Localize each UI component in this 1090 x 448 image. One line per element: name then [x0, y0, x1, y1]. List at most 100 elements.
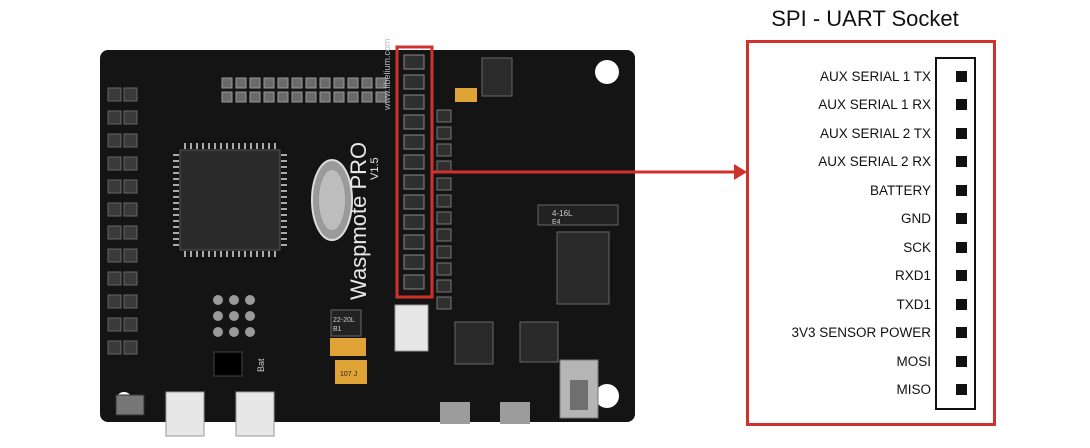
- header-pin: [291, 77, 303, 89]
- pad: [213, 311, 223, 321]
- mcu-pin: [184, 251, 186, 257]
- mcu-pin: [173, 196, 179, 198]
- header-pin: [123, 340, 138, 355]
- socket-pin: [436, 109, 452, 123]
- socket-pin: [403, 274, 425, 290]
- mcu-pin: [268, 143, 270, 149]
- socket-pin: [403, 254, 425, 270]
- mcu-pin: [262, 143, 264, 149]
- chip-right-bottom: [454, 321, 494, 365]
- top-pin-header: [221, 77, 387, 103]
- pin-dot: [956, 241, 967, 253]
- header-pin: [123, 110, 138, 125]
- header-pin: [107, 156, 122, 171]
- white-connector-middle: [394, 304, 429, 352]
- socket-pin: [403, 154, 425, 170]
- pin-label: 3V3 SENSOR POWER: [791, 325, 931, 340]
- socket-pin: [403, 214, 425, 230]
- mcu-pin: [173, 190, 179, 192]
- pin-label: AUX SERIAL 1 TX: [819, 68, 931, 84]
- mcu-pin: [281, 232, 287, 234]
- mcu-pin: [281, 220, 287, 222]
- mounting-hole-bottom-right: [595, 384, 619, 408]
- header-pin: [319, 77, 331, 89]
- white-connector-bottom-left: [165, 391, 205, 437]
- socket-pin: [436, 126, 452, 140]
- header-pin: [123, 87, 138, 102]
- mcu-pin: [244, 251, 246, 257]
- header-pin: [347, 91, 359, 103]
- pin-row: MISO: [756, 380, 971, 400]
- pin-row: GND: [756, 209, 971, 229]
- header-pin: [107, 340, 122, 355]
- pin-dot: [956, 384, 967, 395]
- header-pin: [235, 77, 247, 89]
- pin-label: MOSI: [896, 353, 931, 369]
- mcu-pin: [202, 143, 204, 149]
- socket-pin: [436, 296, 452, 310]
- mcu-pin: [173, 166, 179, 168]
- pin-dot: [956, 127, 967, 139]
- chip-top-right: [481, 57, 513, 97]
- left-pin-header: [107, 87, 138, 355]
- pin-dot: [956, 327, 967, 338]
- mcu-pin: [173, 178, 179, 180]
- chip-label-2: B1: [333, 326, 342, 333]
- microcontroller-chip: [179, 149, 281, 251]
- mcu-pin: [173, 154, 179, 156]
- socket-pin: [403, 114, 425, 130]
- pin-label: AUX SERIAL 2 TX: [819, 125, 931, 141]
- chip-right-bottom-2: [519, 321, 559, 363]
- mcu-pin: [281, 244, 287, 246]
- mcu-pin: [274, 251, 276, 257]
- pin-label: AUX SERIAL 2 RX: [818, 154, 931, 169]
- mcu-pin: [226, 143, 228, 149]
- pad-grid: [213, 295, 255, 337]
- pin-row: TXD1: [756, 294, 971, 314]
- black-chip-bottom: [213, 351, 243, 377]
- pad: [229, 311, 239, 321]
- mcu-pin: [281, 166, 287, 168]
- mounting-hole-top-right: [595, 60, 619, 84]
- header-pin: [249, 91, 261, 103]
- header-pin: [221, 77, 233, 89]
- pad: [245, 295, 255, 305]
- header-pin: [107, 317, 122, 332]
- mcu-pin: [196, 143, 198, 149]
- pin-label: GND: [901, 211, 931, 226]
- pad: [229, 295, 239, 305]
- mcu-pin: [244, 143, 246, 149]
- header-pin: [123, 225, 138, 240]
- header-pin: [123, 294, 138, 309]
- socket-pin: [403, 234, 425, 250]
- board-version: V1.5: [369, 157, 381, 180]
- header-pin: [123, 133, 138, 148]
- mcu-pin: [173, 244, 179, 246]
- mcu-pin: [173, 214, 179, 216]
- header-pin: [361, 91, 373, 103]
- header-pin: [263, 77, 275, 89]
- capacitor-label: 107 J: [340, 371, 357, 378]
- header-pin: [107, 179, 122, 194]
- board-url: www.libelium.com: [382, 38, 392, 111]
- mcu-pin: [173, 226, 179, 228]
- pin-row: MOSI: [756, 351, 971, 371]
- chip-22-20l: [330, 309, 362, 337]
- mcu-pin: [256, 251, 258, 257]
- mcu-pin: [281, 226, 287, 228]
- mcu-pin: [281, 196, 287, 198]
- header-pin: [333, 91, 345, 103]
- pad: [229, 327, 239, 337]
- mcu-pin: [281, 154, 287, 156]
- chip-label-4: 4-16L: [552, 209, 573, 218]
- mcu-pin: [214, 143, 216, 149]
- header-pin: [107, 294, 122, 309]
- header-pin: [107, 248, 122, 263]
- header-pin: [107, 202, 122, 217]
- pin-dot: [956, 213, 967, 224]
- header-pin: [319, 91, 331, 103]
- callout-arrowhead: [734, 164, 747, 180]
- mcu-pin: [173, 172, 179, 174]
- mcu-pin: [250, 251, 252, 257]
